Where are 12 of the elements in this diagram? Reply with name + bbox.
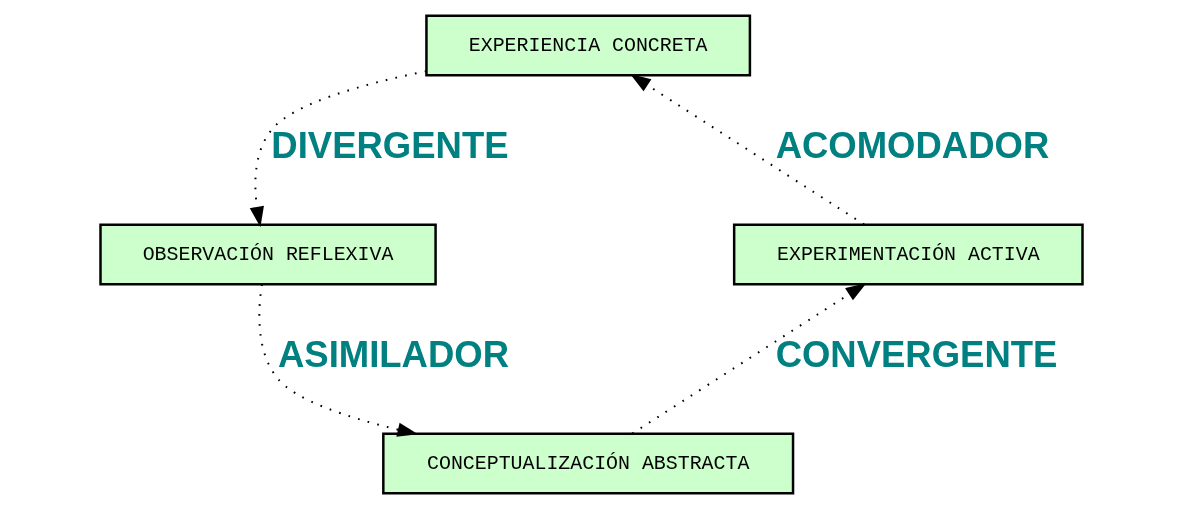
node-box: CONCEPTUALIZACIÓN ABSTRACTA (381, 431, 794, 495)
arrow (257, 282, 418, 437)
edge-label: CONVERGENTE (775, 333, 1057, 375)
edge-label: ASIMILADOR (277, 333, 509, 375)
arrow (630, 282, 866, 434)
arrow (249, 69, 427, 227)
node-box: EXPERIENCIA CONCRETA (424, 13, 751, 77)
edge-label: DIVERGENTE (270, 124, 509, 166)
node-box: OBSERVACIÓN REFLEXIVA (98, 222, 437, 286)
edge-label: ACOMODADOR (775, 124, 1049, 166)
node-box: EXPERIMENTACIÓN ACTIVA (732, 222, 1084, 286)
arrow (629, 73, 865, 225)
